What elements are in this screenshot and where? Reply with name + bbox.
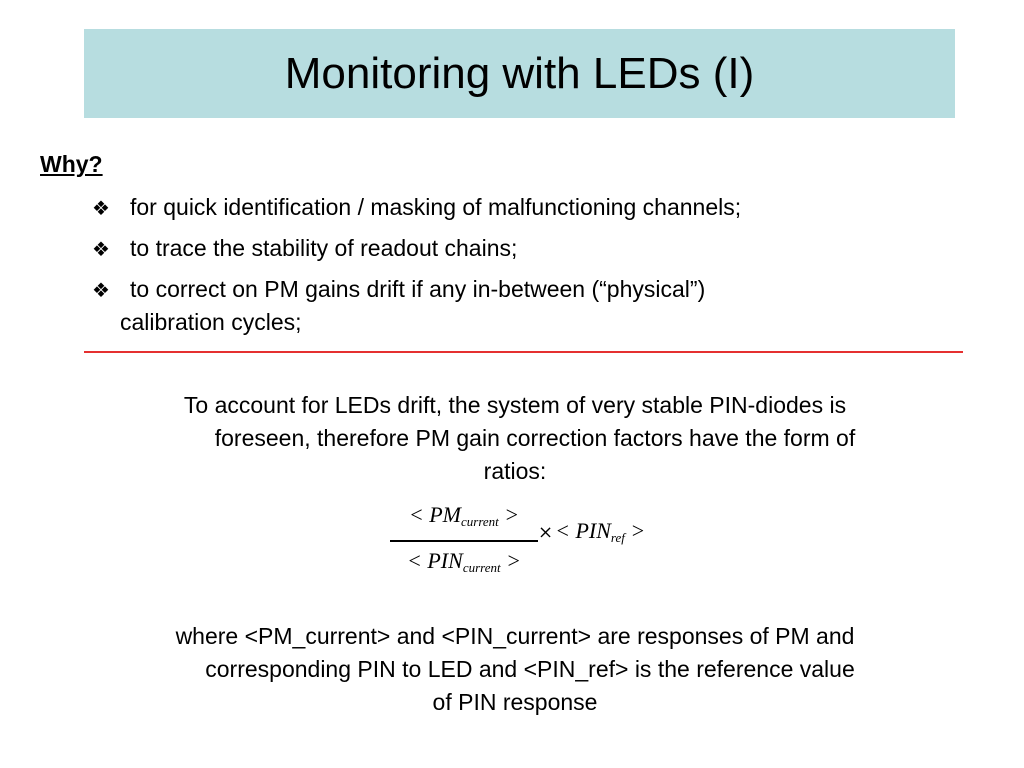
- denominator-close: >: [506, 547, 521, 573]
- bullet-text: to trace the stability of readout chains…: [130, 235, 518, 261]
- bullet-item-2: ❖ to trace the stability of readout chain…: [92, 231, 922, 266]
- bullet-text: for quick identification / masking of ma…: [130, 194, 742, 220]
- diamond-bullet-icon: ❖: [92, 196, 110, 220]
- paragraph-line: foreseen, therefore PM gain correction f…: [214, 425, 856, 451]
- fraction-bar: [390, 540, 538, 542]
- paragraph-line: corresponding PIN to LED and <PIN_ref> i…: [205, 656, 855, 682]
- slide-title: Monitoring with LEDs (I): [284, 48, 755, 98]
- denominator-term: < PIN: [407, 547, 463, 573]
- paragraph-line: To account for LEDs drift, the system of…: [183, 392, 847, 418]
- rhs-close: >: [630, 518, 646, 543]
- paragraph-line: ratios:: [483, 458, 547, 484]
- red-separator-line: [84, 351, 963, 353]
- diamond-bullet-icon: ❖: [92, 237, 110, 261]
- times-operator: ×: [538, 522, 554, 543]
- title-banner: Monitoring with LEDs (I): [84, 29, 955, 118]
- paragraph-pin-diodes: To account for LEDs drift, the system of…: [60, 389, 970, 488]
- bullet-item-1: ❖ for quick identification / masking of m…: [92, 190, 922, 225]
- formula-numerator: < PMcurrent >: [390, 500, 538, 537]
- rhs-term: < PIN: [555, 518, 611, 543]
- formula-fraction: < PMcurrent > < PINcurrent >: [390, 500, 538, 583]
- gain-correction-formula: < PMcurrent > < PINcurrent > ×< PINref >: [380, 500, 700, 580]
- denominator-subscript: current: [462, 559, 501, 575]
- numerator-close: >: [504, 502, 520, 527]
- numerator-term: < PM: [408, 502, 461, 527]
- formula-multiplier: ×< PINref >: [538, 518, 645, 546]
- formula-denominator: < PINcurrent >: [390, 546, 538, 583]
- numerator-subscript: current: [460, 514, 499, 529]
- paragraph-line: of PIN response: [432, 689, 598, 715]
- bullet-item-3: ❖ to correct on PM gains drift if any in-…: [92, 272, 922, 339]
- bullet-text: to correct on PM gains drift if any in-b…: [130, 276, 706, 302]
- rhs-subscript: ref: [610, 530, 625, 545]
- why-heading: Why?: [40, 151, 103, 177]
- bullet-text-continuation: calibration cycles;: [120, 309, 302, 335]
- paragraph-line: where <PM_current> and <PIN_current> are…: [175, 623, 855, 649]
- paragraph-responses: where <PM_current> and <PIN_current> are…: [60, 620, 970, 719]
- diamond-bullet-icon: ❖: [92, 278, 110, 302]
